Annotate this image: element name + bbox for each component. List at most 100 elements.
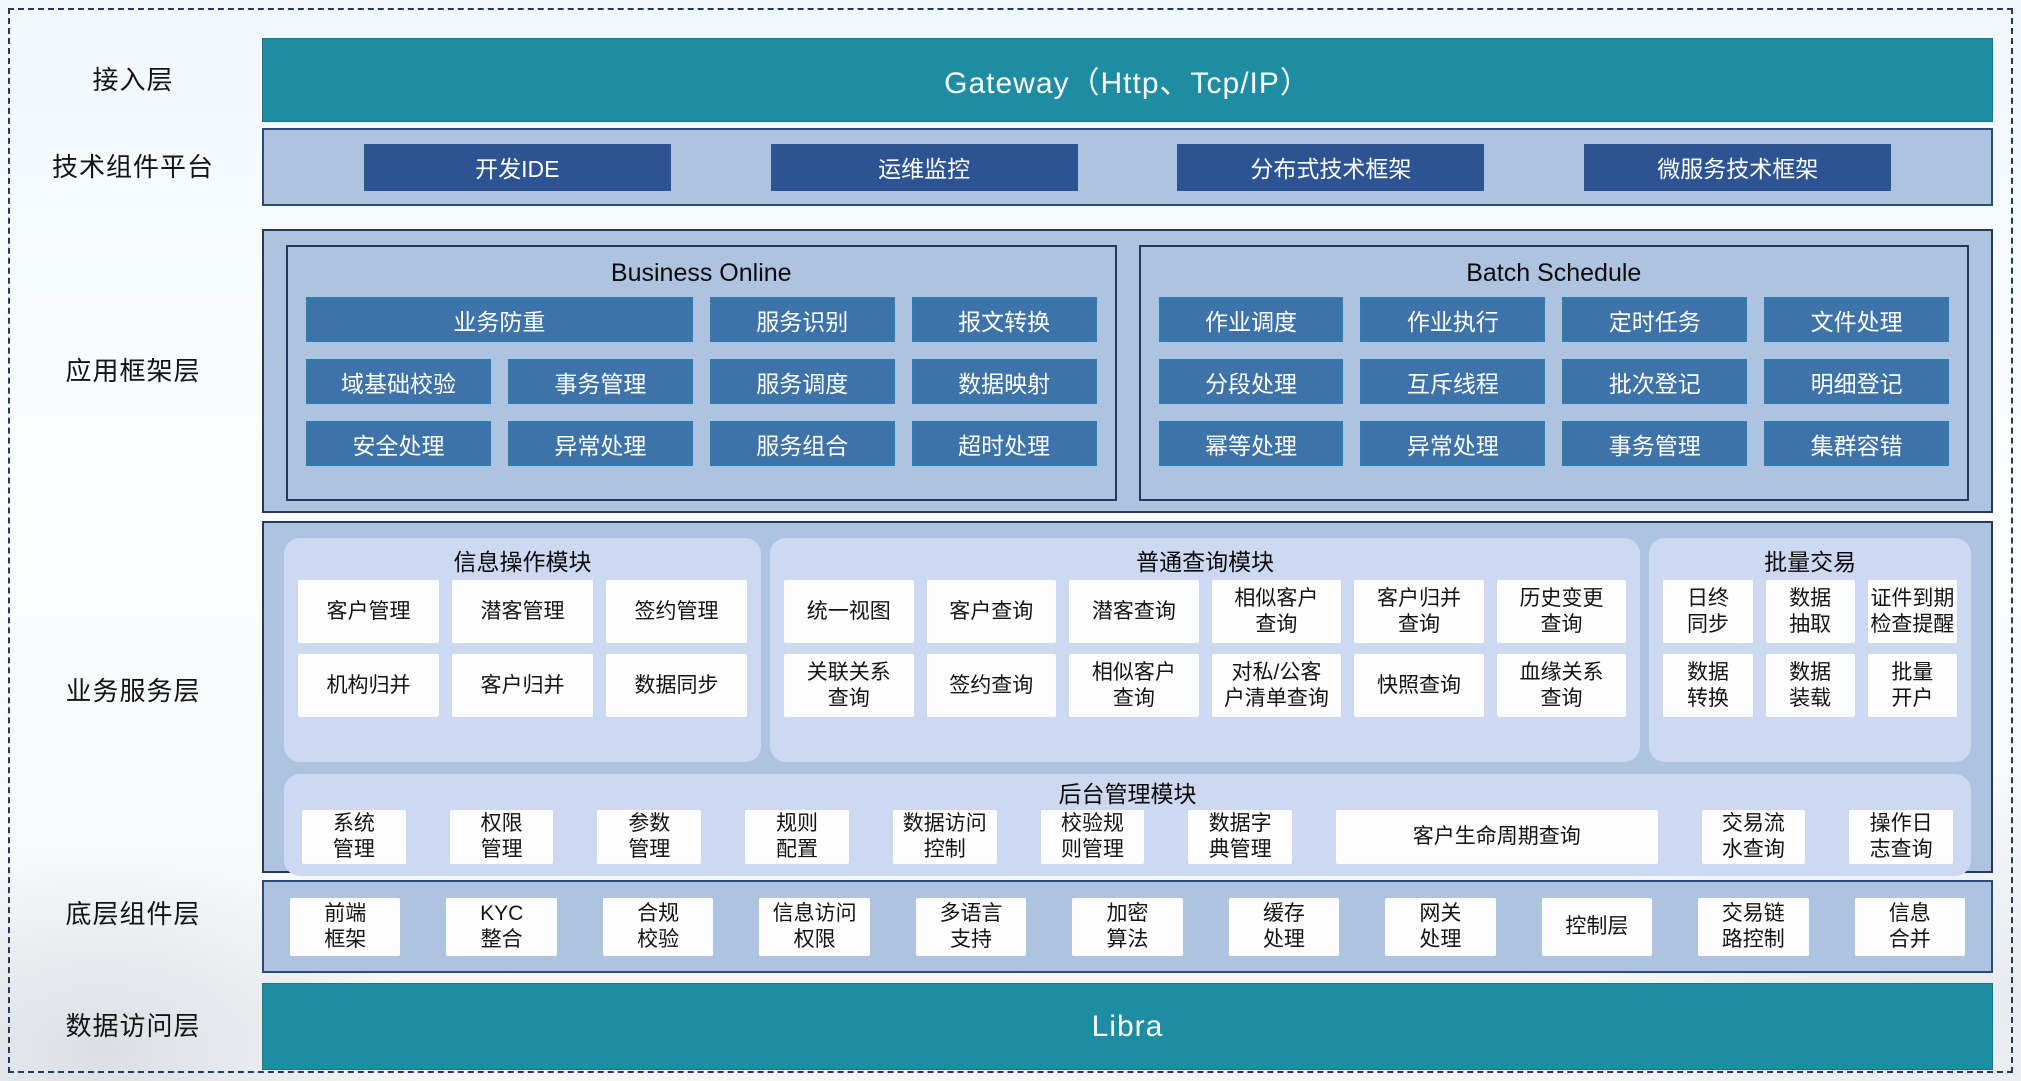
framework-item: 超时处理 [911, 421, 1097, 466]
service-item: 数据 转换 [1663, 654, 1753, 717]
service-module-row: 信息操作模块 客户管理 潜客管理 签约管理 机构归并 客户归并 数据同步 普通查… [284, 538, 1971, 762]
framework-item: 服务组合 [709, 421, 895, 466]
service-item: 关联关系 查询 [783, 654, 914, 717]
service-item: 统一视图 [783, 580, 914, 643]
batch-schedule-box: Batch Schedule 作业调度 作业执行 定时任务 文件处理 分段处理 … [1138, 245, 1969, 501]
framework-item: 明细登记 [1764, 359, 1949, 404]
admin-item-lifecycle: 客户生命周期查询 [1336, 810, 1658, 864]
batch-trade-module-title: 批量交易 [1764, 549, 1857, 575]
framework-item: 服务识别 [709, 297, 895, 342]
framework-item: 互斥线程 [1360, 359, 1546, 404]
admin-module-title: 后台管理模块 [1058, 781, 1197, 807]
admin-item: 参数 管理 [597, 810, 702, 864]
framework-item: 批次登记 [1562, 359, 1748, 404]
admin-item: 规则 配置 [745, 810, 849, 864]
framework-item: 分段处理 [1158, 359, 1344, 404]
layer-label-base-components: 底层组件层 [65, 899, 201, 929]
admin-item: 数据字 典管理 [1188, 810, 1293, 864]
framework-item: 事务管理 [507, 359, 693, 404]
business-online-title: Business Online [610, 259, 792, 287]
framework-item: 作业执行 [1360, 297, 1546, 342]
info-module: 信息操作模块 客户管理 潜客管理 签约管理 机构归并 客户归并 数据同步 [284, 538, 761, 762]
service-item: 签约管理 [605, 580, 747, 643]
service-item: 证件到期 检查提醒 [1867, 580, 1957, 643]
layer-label-app-framework: 应用框架层 [65, 356, 201, 386]
component-item: 网关 处理 [1385, 897, 1496, 956]
service-item: 潜客管理 [451, 580, 593, 643]
service-item: 批量 开户 [1867, 654, 1957, 717]
component-item: 合规 校验 [602, 897, 714, 956]
service-item: 对私/公客 户清单查询 [1211, 654, 1342, 717]
component-item: 信息访问 权限 [759, 897, 870, 956]
service-item: 相似客户 查询 [1211, 580, 1342, 643]
framework-item: 定时任务 [1562, 297, 1748, 342]
info-module-grid: 客户管理 潜客管理 签约管理 机构归并 客户归并 数据同步 [298, 580, 747, 717]
component-item: 加密 算法 [1072, 897, 1183, 956]
batch-schedule-title: Batch Schedule [1466, 259, 1642, 287]
admin-item: 操作日 志查询 [1849, 810, 1953, 864]
service-item: 客户归并 查询 [1354, 580, 1484, 643]
libra-title: Libra [1091, 1009, 1164, 1043]
batch-trade-module: 批量交易 日终 同步 数据 抽取 证件到期 检查提醒 数据 转换 数据 装载 批… [1649, 538, 1971, 762]
libra-bar: Libra [262, 983, 1993, 1070]
service-item: 潜客查询 [1069, 580, 1199, 643]
component-item: 前端 框架 [290, 897, 401, 956]
app-framework-panel: Business Online 业务防重 服务识别 报文转换 域基础校验 事务管… [262, 229, 1993, 513]
batch-trade-grid: 日终 同步 数据 抽取 证件到期 检查提醒 数据 转换 数据 装载 批量 开户 [1663, 580, 1957, 717]
service-item: 数据 装载 [1765, 654, 1855, 717]
service-item: 客户查询 [926, 580, 1057, 643]
batch-schedule-grid: 作业调度 作业执行 定时任务 文件处理 分段处理 互斥线程 批次登记 明细登记 … [1158, 297, 1949, 466]
base-components-panel: 前端 框架 KYC 整合 合规 校验 信息访问 权限 多语言 支持 加密 算法 … [262, 880, 1993, 973]
business-service-panel: 信息操作模块 客户管理 潜客管理 签约管理 机构归并 客户归并 数据同步 普通查… [262, 521, 1993, 876]
query-module: 普通查询模块 统一视图 客户查询 潜客查询 相似客户 查询 客户归并 查询 历史… [769, 538, 1641, 762]
tech-platform-panel: 开发IDE 运维监控 分布式技术框架 微服务技术框架 [262, 128, 1993, 206]
tech-item-ops-monitor: 运维监控 [770, 143, 1078, 191]
service-item: 历史变更 查询 [1496, 580, 1627, 643]
admin-item: 校验规 则管理 [1040, 810, 1145, 864]
service-item: 日终 同步 [1663, 580, 1753, 643]
admin-item: 系统 管理 [302, 810, 406, 864]
component-item: 多语言 支持 [915, 897, 1027, 956]
component-item: KYC 整合 [446, 897, 557, 956]
framework-item: 业务防重 [306, 297, 693, 342]
service-item: 快照查询 [1354, 654, 1484, 717]
framework-item: 服务调度 [709, 359, 895, 404]
layer-label-business-service: 业务服务层 [65, 676, 201, 706]
component-item: 交易链 路控制 [1698, 897, 1809, 956]
admin-item: 数据访问 控制 [892, 810, 997, 864]
service-item: 客户管理 [298, 580, 439, 643]
framework-item: 异常处理 [507, 421, 693, 466]
service-item: 相似客户 查询 [1069, 654, 1199, 717]
service-item: 数据同步 [605, 654, 747, 717]
query-module-title: 普通查询模块 [1136, 549, 1275, 575]
service-item: 数据 抽取 [1765, 580, 1855, 643]
framework-item: 集群容错 [1764, 421, 1949, 466]
layer-label-data-access: 数据访问层 [65, 1011, 201, 1041]
component-item: 信息 合并 [1854, 897, 1965, 956]
framework-item: 安全处理 [306, 421, 491, 466]
info-module-title: 信息操作模块 [453, 549, 592, 575]
component-item: 控制层 [1541, 897, 1653, 956]
service-item: 签约查询 [926, 654, 1057, 717]
layer-label-tech-platform: 技术组件平台 [51, 152, 214, 182]
framework-item: 文件处理 [1764, 297, 1949, 342]
component-item: 缓存 处理 [1228, 897, 1340, 956]
admin-item: 交易流 水查询 [1701, 810, 1806, 864]
framework-item: 数据映射 [911, 359, 1097, 404]
service-item: 血缘关系 查询 [1496, 654, 1627, 717]
gateway-bar: Gateway（Http、Tcp/IP） [262, 38, 1993, 122]
tech-item-microservice-fw: 微服务技术框架 [1584, 143, 1892, 191]
layer-label-access: 接入层 [92, 65, 174, 95]
framework-item: 异常处理 [1360, 421, 1546, 466]
service-item: 机构归并 [298, 654, 439, 717]
framework-item: 报文转换 [911, 297, 1097, 342]
service-item: 客户归并 [451, 654, 593, 717]
admin-module-row: 系统 管理 权限 管理 参数 管理 规则 配置 数据访问 控制 校验规 则管理 … [302, 810, 1953, 864]
query-module-grid: 统一视图 客户查询 潜客查询 相似客户 查询 客户归并 查询 历史变更 查询 关… [783, 580, 1627, 717]
admin-module: 后台管理模块 系统 管理 权限 管理 参数 管理 规则 配置 数据访问 控制 校… [284, 774, 1971, 876]
tech-item-dev-ide: 开发IDE [363, 143, 671, 191]
framework-item: 幂等处理 [1158, 421, 1344, 466]
business-online-box: Business Online 业务防重 服务识别 报文转换 域基础校验 事务管… [286, 245, 1117, 501]
admin-item: 权限 管理 [449, 810, 554, 864]
